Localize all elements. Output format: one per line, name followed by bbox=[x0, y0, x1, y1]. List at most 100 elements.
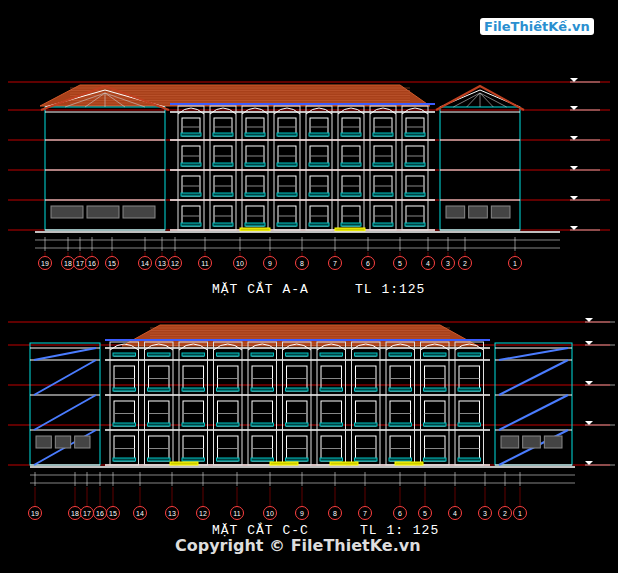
drawing-line bbox=[406, 118, 424, 136]
drawing-line bbox=[459, 366, 480, 391]
drawing-line bbox=[459, 401, 480, 426]
drawing-line bbox=[342, 176, 360, 196]
drawing-line bbox=[389, 353, 412, 356]
drawing-line bbox=[374, 186, 392, 187]
drawing-line bbox=[495, 394, 572, 395]
drawing-line bbox=[87, 206, 119, 218]
drawing-line bbox=[45, 237, 46, 251]
drawing-line bbox=[182, 156, 200, 157]
drawing-line bbox=[458, 353, 481, 356]
drawing-line bbox=[105, 394, 490, 396]
drawing-line bbox=[214, 186, 232, 187]
roof-truss bbox=[45, 90, 165, 107]
drawing-line bbox=[355, 388, 378, 391]
drawing-line bbox=[405, 163, 425, 166]
grid-axis-number: 8 bbox=[333, 510, 337, 517]
drawing-line bbox=[105, 347, 490, 349]
drawing-line bbox=[214, 216, 232, 217]
drawing-line bbox=[365, 472, 366, 486]
drawing-line bbox=[277, 133, 297, 136]
drawing-line bbox=[140, 472, 141, 486]
drawing-line bbox=[310, 216, 328, 217]
arch bbox=[455, 344, 484, 350]
drawing-line bbox=[374, 146, 392, 166]
drawing-line bbox=[252, 401, 273, 426]
drawing-line bbox=[321, 436, 342, 461]
drawing-line bbox=[217, 423, 240, 426]
drawing-line bbox=[440, 139, 520, 140]
grid-axis-number: 10 bbox=[236, 260, 244, 267]
drawing-line bbox=[352, 342, 381, 465]
drawing-line bbox=[570, 200, 600, 201]
drawing-line bbox=[515, 252, 516, 256]
drawing-line bbox=[75, 487, 76, 506]
arch bbox=[317, 344, 346, 350]
drawing-line bbox=[150, 330, 450, 331]
drawing-line bbox=[400, 237, 401, 251]
drawing-line bbox=[585, 425, 615, 426]
drawing-line bbox=[270, 487, 271, 506]
level-mark bbox=[570, 166, 578, 170]
drawing-line bbox=[182, 423, 205, 426]
drawing-line bbox=[309, 163, 329, 166]
drawing-line bbox=[148, 353, 171, 356]
grid-axis-number: 9 bbox=[300, 510, 304, 517]
drawing-line bbox=[335, 228, 365, 231]
drawing-line bbox=[245, 193, 265, 196]
grid-axis-number: 2 bbox=[463, 260, 467, 267]
drawing-line bbox=[274, 106, 300, 230]
drawing-line bbox=[114, 366, 135, 391]
drawing-line bbox=[402, 106, 428, 230]
drawing-line bbox=[309, 223, 329, 226]
drawing-line bbox=[453, 93, 480, 107]
drawing-line bbox=[270, 252, 271, 256]
drawing-line bbox=[45, 199, 165, 200]
roof-edge bbox=[436, 86, 524, 110]
drawing-line bbox=[182, 176, 200, 196]
drawing-line bbox=[181, 193, 201, 196]
drawing-line bbox=[356, 354, 377, 356]
drawing-line bbox=[302, 487, 303, 506]
drawing-line bbox=[105, 93, 125, 107]
drawing-line bbox=[149, 448, 170, 449]
drawing-line bbox=[182, 216, 200, 217]
drawing-line bbox=[245, 163, 265, 166]
drawing-line bbox=[112, 237, 113, 251]
drawing-line bbox=[214, 342, 243, 465]
drawing-line bbox=[205, 252, 206, 256]
drawing-line bbox=[149, 436, 170, 461]
drawing-line bbox=[458, 458, 481, 461]
drawing-line bbox=[356, 378, 377, 379]
grid-axis-bubble bbox=[359, 507, 372, 520]
drawing-line bbox=[425, 366, 446, 391]
drawing-line bbox=[240, 228, 270, 231]
drawing-line bbox=[570, 140, 600, 141]
drawing-line bbox=[181, 163, 201, 166]
grid-axis-bubble bbox=[39, 257, 52, 270]
drawing-line bbox=[181, 223, 201, 226]
drawing-line bbox=[8, 425, 610, 426]
drawing-line bbox=[213, 223, 233, 226]
drawing-line bbox=[374, 216, 392, 217]
drawing-line bbox=[278, 216, 296, 217]
drawing-line bbox=[485, 472, 486, 486]
grid-axis-bubble bbox=[69, 507, 82, 520]
drawing-line bbox=[425, 487, 426, 506]
drawing-line bbox=[65, 93, 105, 107]
grid-axis-bubble bbox=[394, 507, 407, 520]
grid-axis-number: 7 bbox=[333, 260, 337, 267]
drawing-line bbox=[35, 231, 560, 233]
drawing-line bbox=[30, 429, 100, 430]
drawing-line bbox=[341, 193, 361, 196]
drawing-line bbox=[100, 487, 101, 506]
drawing-line bbox=[389, 458, 412, 461]
drawing-line bbox=[45, 107, 165, 230]
section-title: MẶT CẮT C-C bbox=[212, 523, 309, 538]
drawing-line bbox=[425, 378, 446, 379]
stair-flight bbox=[499, 360, 568, 395]
drawing-line bbox=[374, 156, 392, 157]
drawing-line bbox=[310, 146, 328, 166]
drawing-line bbox=[335, 487, 336, 506]
drawing-line bbox=[203, 487, 204, 506]
